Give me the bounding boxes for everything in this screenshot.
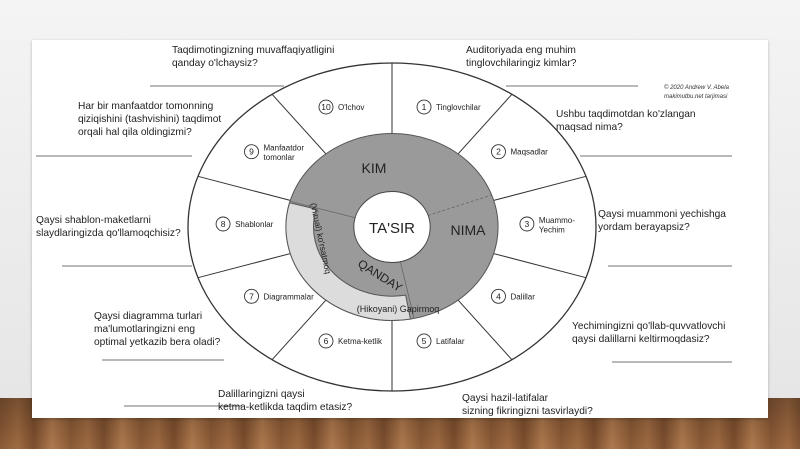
segment-number-circle-7 [244, 288, 259, 304]
story-label: (Hikoyani) Gapirmoq [357, 304, 440, 314]
segment-label-1: Tinglovchilar [436, 103, 481, 112]
segment-number-circle-1 [416, 99, 432, 115]
segment-divider-8 [197, 251, 296, 279]
segment-divider-7 [271, 293, 333, 361]
segment-number-circle-6 [318, 333, 334, 349]
question-7: Qaysi diagramma turlari ma'lumotlaringiz… [94, 311, 221, 348]
question-3: Qaysi muammoni yechishga yordam berayaps… [598, 209, 726, 233]
segment-number-2: 2 [496, 147, 501, 157]
question-8: Qaysi shablon-maketlarni slaydlaringizda… [36, 215, 181, 239]
inner-divider-3 [289, 200, 356, 219]
segment-divider-10 [271, 93, 333, 161]
segment-number-circle-9 [244, 144, 259, 160]
segment-label-2: Maqsadlar [510, 148, 548, 157]
nima-label: NIMA [451, 222, 487, 238]
segment-divider-2 [451, 93, 513, 161]
question-9: Har bir manfaatdor tomonning qiziqishini… [78, 101, 222, 138]
segment-label-8: Shablonlar [235, 220, 274, 229]
segment-number-5: 5 [422, 336, 427, 346]
question-10: Taqdimotingizning muvaffaqiyatligini qan… [172, 45, 335, 69]
segment-number-1: 1 [422, 102, 427, 112]
question-1: Auditoriyada eng muhim tinglovchilaringi… [466, 45, 577, 69]
segment-number-circle-3 [519, 216, 535, 232]
inner-divider-1 [427, 194, 492, 216]
segment-label-3: Muammo-Yechim [539, 216, 575, 235]
segment-number-circle-2 [491, 144, 506, 160]
segment-number-3: 3 [525, 219, 530, 229]
segment-label-4: Dalillar [510, 292, 535, 301]
segment-label-6: Ketma-ketlik [338, 337, 383, 346]
segment-number-circle-8 [215, 216, 231, 232]
segment-divider-9 [197, 175, 296, 203]
segment-divider-5 [451, 293, 513, 361]
kim-label: KIM [362, 160, 387, 176]
segment-number-7: 7 [249, 291, 254, 301]
question-5: Qaysi hazil-latifalar sizning fikringizn… [462, 393, 593, 417]
segment-number-circle-5 [416, 333, 432, 349]
question-6: Dalillaringizni qaysi ketma-ketlikda taq… [218, 389, 353, 413]
qanday-band [285, 202, 412, 321]
center-circle [353, 190, 431, 264]
segment-number-9: 9 [249, 147, 254, 157]
segment-number-circle-4 [491, 288, 506, 304]
question-4: Yechimingizni qo'llab-quvvatlovchi qaysi… [572, 321, 726, 345]
segment-number-10: 10 [321, 102, 331, 112]
segment-number-8: 8 [221, 219, 226, 229]
copyright-note: © 2020 Andrew V. Abela makimutbu.net tar… [664, 85, 729, 100]
segment-label-10: O'lchov [338, 103, 364, 112]
segment-label-7: Diagrammalar [264, 292, 315, 301]
segment-label-5: Latifalar [436, 337, 465, 346]
segment-number-circle-10 [318, 99, 334, 115]
segment-divider-3 [488, 175, 587, 203]
inner-divider-2 [399, 259, 415, 319]
segment-number-6: 6 [324, 336, 329, 346]
segment-divider-4 [488, 251, 587, 279]
segment-number-4: 4 [496, 291, 501, 301]
center-label: TA'SIR [369, 220, 415, 237]
question-2: Ushbu taqdimotdan ko'zlangan maqsad nima… [556, 109, 696, 133]
